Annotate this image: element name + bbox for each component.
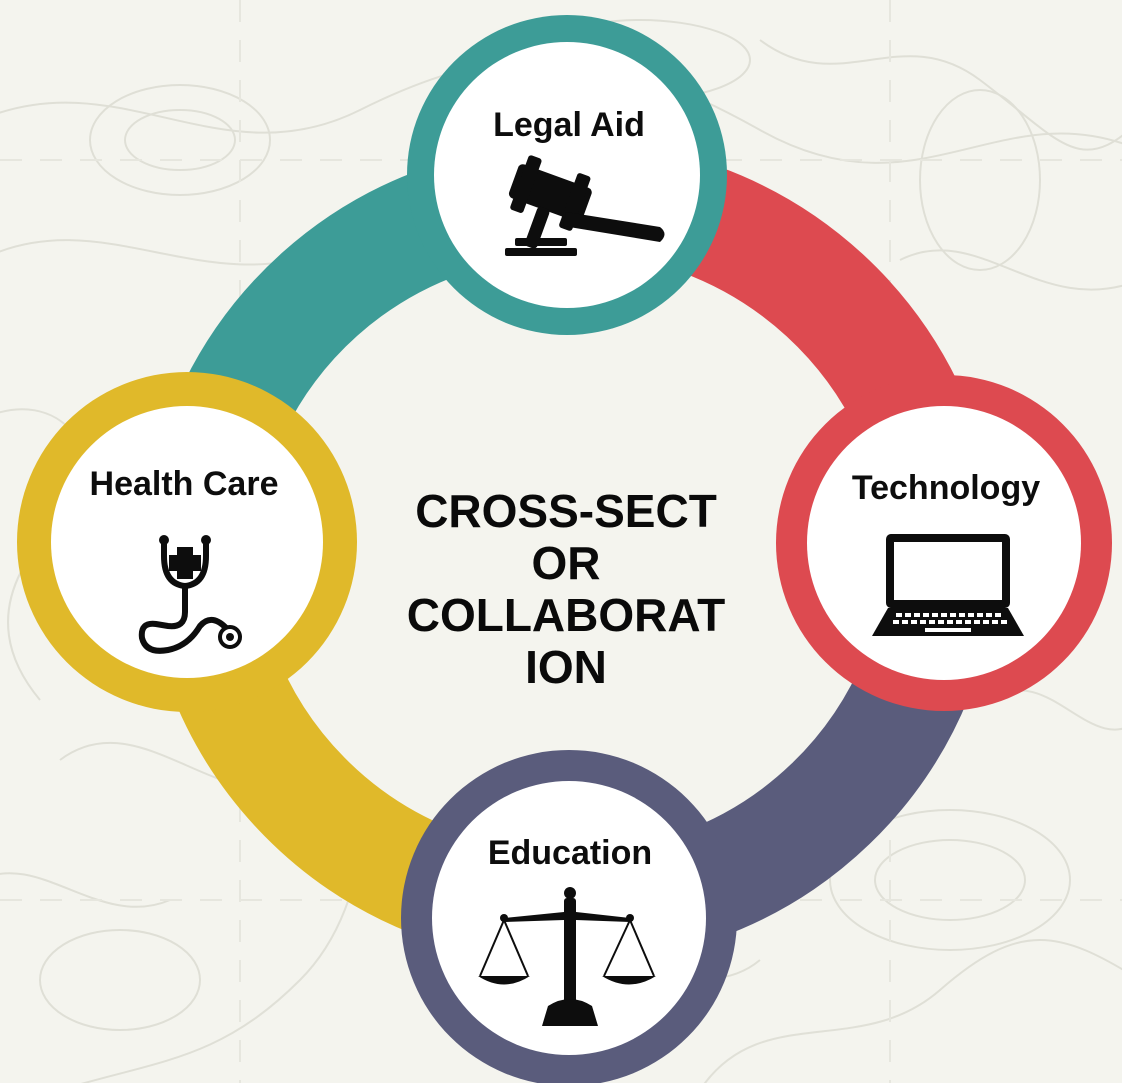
scales-of-justice-icon	[478, 887, 656, 1026]
center-title-line: ION	[525, 641, 607, 693]
node-legal-aid: Legal Aid	[407, 15, 727, 335]
node-label-technology: Technology	[852, 469, 1040, 507]
center-title: CROSS-SECT OR COLLABORAT ION	[366, 485, 766, 693]
center-title-line: COLLABORAT	[406, 589, 726, 641]
node-education: Education	[401, 750, 737, 1083]
stethoscope-icon	[138, 535, 242, 654]
center-title-line: OR	[531, 537, 601, 589]
node-face	[51, 406, 323, 678]
node-label-legal-aid: Legal Aid	[493, 106, 645, 144]
node-technology: Technology	[776, 375, 1112, 711]
node-face	[434, 42, 700, 308]
gavel-icon	[505, 155, 665, 256]
laptop-icon	[872, 534, 1024, 636]
node-label-health-care: Health Care	[90, 465, 279, 503]
node-label-education: Education	[488, 834, 652, 872]
center-title-line: CROSS-SECT	[415, 485, 717, 537]
node-health-care: Health Care	[17, 372, 357, 712]
